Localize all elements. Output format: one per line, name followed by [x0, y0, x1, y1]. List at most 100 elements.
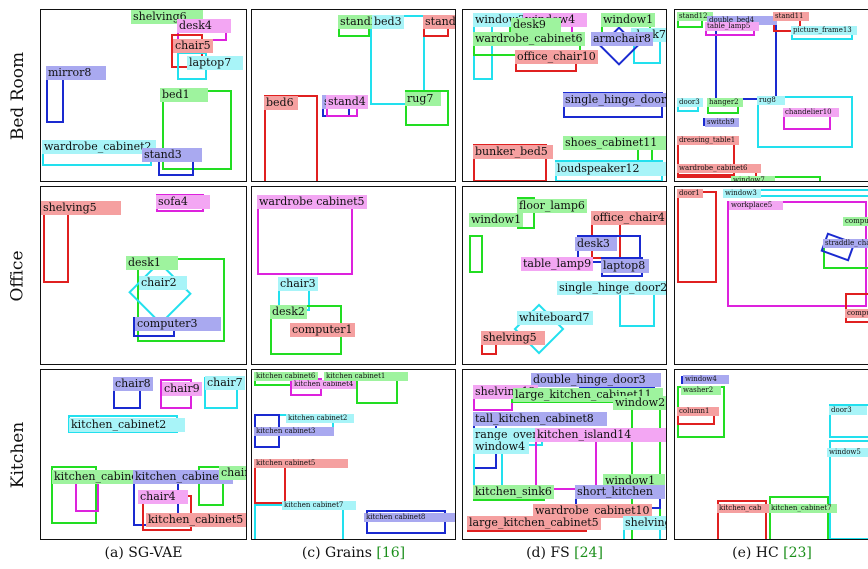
object-label: chair7	[205, 376, 245, 390]
object-label: chair3	[278, 277, 318, 291]
object-label: desk3	[575, 237, 617, 251]
bbox-door1	[677, 191, 717, 283]
bbox-wardrobe-cabinet5	[257, 201, 353, 275]
bbox-kitchen-cab	[717, 500, 767, 539]
object-label: window7	[731, 176, 775, 181]
object-label: window2	[613, 396, 666, 410]
object-label: door1	[677, 189, 703, 198]
object-label: whiteboard7	[517, 311, 593, 325]
object-label: kitchen_cabinet2	[69, 418, 185, 432]
caption-text: (a) SG-VAE	[104, 545, 183, 561]
caption-hc: (e) HC [23]	[674, 545, 868, 561]
object-label: table_lamp9	[521, 257, 594, 271]
bbox-rug7	[405, 90, 449, 126]
object-label: picture_frame13	[791, 26, 857, 35]
object-label: wardrobe_cabinet6	[677, 164, 761, 173]
object-label: loudspeaker12	[555, 162, 666, 176]
caption-text: (e) HC	[732, 545, 784, 561]
object-label: short_kitchen	[575, 485, 665, 499]
object-label: range_oven	[473, 428, 547, 442]
object-label: kitchen_cabinet5	[146, 513, 246, 527]
object-label: single_hinge_door2	[557, 281, 666, 295]
caption-text: (d) FS	[526, 545, 575, 561]
object-label: office_chair10	[515, 50, 598, 64]
object-label: desk9	[511, 18, 561, 32]
bbox-rug8	[757, 96, 853, 148]
object-label: column1	[677, 407, 719, 416]
panel-bedroom-grains: stand2bed3stand1bed6stand5stand4rug7	[251, 9, 456, 182]
object-label: chandelier10	[783, 108, 839, 117]
object-label: kitchen_sink6	[473, 485, 554, 499]
object-label: kitchen_cabinet1	[52, 470, 152, 484]
object-label: single_hinge_door3	[563, 93, 666, 107]
caption-grains: (c) Grains [16]	[251, 545, 456, 561]
object-label: shelving	[623, 516, 666, 530]
object-label: window1	[601, 13, 656, 27]
object-label: bunker_bed5	[473, 145, 553, 159]
object-label: door3	[677, 98, 703, 107]
object-label: chair8	[113, 377, 153, 391]
object-label: shelving5	[41, 201, 121, 215]
object-label: stand1	[423, 15, 455, 29]
object-label: kitchen cabinet4	[292, 380, 356, 389]
object-label: mirror8	[46, 66, 106, 80]
object-label: window4	[473, 440, 529, 454]
object-label: door3	[829, 406, 867, 415]
object-label: kitchen_cabinet3	[133, 470, 233, 484]
bbox-window5	[829, 440, 868, 539]
object-label: wardrobe_cabinet10	[533, 504, 652, 518]
citation-link[interactable]: [16]	[376, 545, 406, 561]
object-label: shelving5	[481, 331, 545, 345]
object-label: wardrobe_cabinet6	[473, 32, 585, 46]
bbox-window1	[469, 235, 483, 273]
object-label: workplace5	[729, 201, 783, 210]
object-label: bed6	[264, 96, 298, 110]
object-label: chair	[219, 466, 246, 480]
bbox-kitchen-cabinet8	[366, 510, 446, 534]
object-label: window1	[603, 474, 665, 488]
citation-link[interactable]: [24]	[574, 545, 603, 561]
object-label: double_bed4	[707, 16, 777, 25]
object-label: dressing_table1	[677, 136, 739, 145]
object-label: kitchen cabinet5	[254, 459, 348, 468]
object-label: kitchen cabinet3	[254, 427, 334, 436]
caption-sgvae: (a) SG-VAE	[40, 545, 247, 561]
object-label: bed1	[160, 88, 208, 102]
object-label: kitchen cabinet1	[324, 372, 408, 381]
object-label: kitchen_island14	[535, 428, 666, 442]
row-label-text: Bed Room	[8, 51, 29, 140]
object-label: double_hinge_door3	[531, 373, 661, 387]
object-label: window3	[723, 189, 761, 198]
object-label: computer	[845, 309, 868, 318]
object-label: rug8	[757, 96, 785, 105]
bbox-kitchen-cabinet1	[51, 466, 97, 524]
panel-office-hc: door1window3workplace5computer4straddle_…	[674, 186, 868, 365]
bbox-workplace5	[727, 201, 867, 307]
row-label-office: Office	[0, 186, 36, 365]
object-label: kitchen cabinet8	[364, 513, 455, 522]
object-label: window5	[827, 448, 868, 457]
object-label: armchair8	[591, 32, 653, 46]
object-label: kitchen cabinet7	[282, 501, 356, 510]
bbox-door3	[829, 404, 868, 438]
object-label: floor_lamp6	[517, 199, 587, 213]
object-label: sofa4	[156, 195, 210, 209]
object-label: tall_kitchen_cabinet8	[473, 412, 607, 426]
object-label: chair5	[173, 39, 213, 53]
object-label: washer2	[681, 386, 721, 395]
object-label: office_chair4	[591, 211, 666, 225]
object-label: kitchen cabinet6	[254, 372, 318, 381]
object-label: desk2	[270, 305, 307, 319]
object-label: stand11	[773, 12, 809, 21]
object-label: chair4	[138, 490, 188, 504]
object-label: laptop8	[601, 259, 649, 273]
object-label: stand4	[326, 95, 368, 109]
citation-link[interactable]: [23]	[783, 545, 812, 561]
object-label: large_kitchen_cabinet5	[467, 516, 601, 530]
